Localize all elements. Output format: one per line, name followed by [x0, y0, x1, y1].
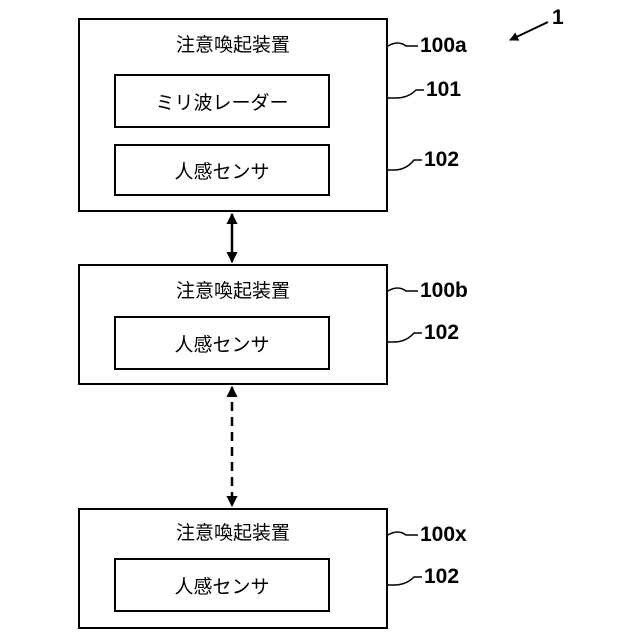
component-label: 人感センサ [174, 157, 269, 184]
device-box-100x: 注意喚起装置 人感センサ [78, 508, 388, 629]
leader-100x [388, 532, 418, 535]
figure-ref-label: 1 [552, 6, 564, 30]
ref-label-101: 101 [426, 78, 461, 102]
component-label: 人感センサ [174, 330, 269, 357]
component-label: ミリ波レーダー [155, 88, 288, 115]
leader-100b [388, 288, 418, 291]
ref-label-100a: 100a [420, 34, 467, 58]
component-motion-sensor: 人感センサ [114, 144, 330, 196]
figure-ref-arrow [510, 22, 548, 40]
ref-label-102: 102 [424, 321, 459, 345]
ref-label-102: 102 [424, 565, 459, 589]
device-title: 注意喚起装置 [80, 522, 386, 544]
component-motion-sensor: 人感センサ [114, 316, 330, 370]
device-title: 注意喚起装置 [80, 34, 386, 56]
component-millimeter-wave-radar: ミリ波レーダー [114, 74, 330, 128]
ref-label-100x: 100x [420, 523, 467, 547]
component-motion-sensor: 人感センサ [114, 558, 330, 612]
device-title: 注意喚起装置 [80, 280, 386, 302]
ref-label-100b: 100b [420, 279, 468, 303]
leader-100a [388, 43, 418, 46]
device-box-100b: 注意喚起装置 人感センサ [78, 264, 388, 385]
device-box-100a: 注意喚起装置 ミリ波レーダー 人感センサ [78, 18, 388, 212]
ref-label-102: 102 [424, 148, 459, 172]
component-label: 人感センサ [174, 572, 269, 599]
